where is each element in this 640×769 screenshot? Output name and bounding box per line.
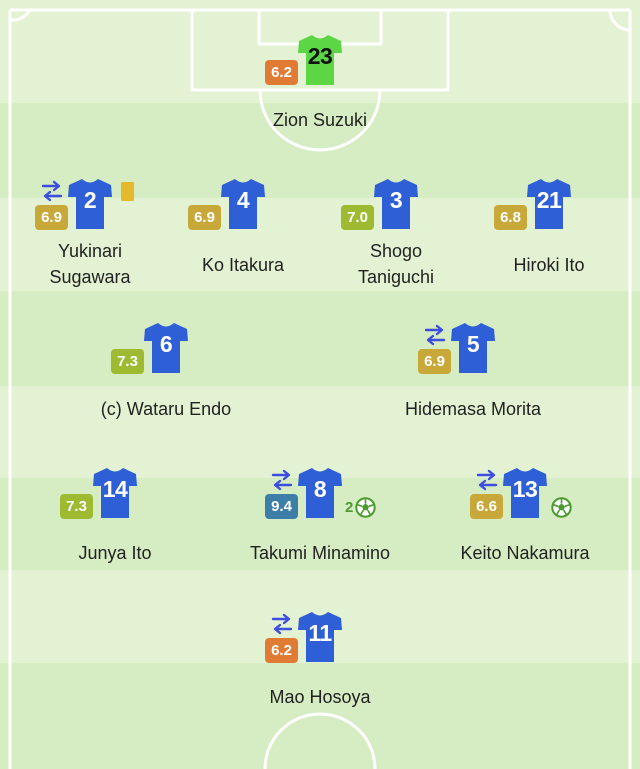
shirt-number: 11 bbox=[308, 620, 332, 646]
shirt-icon: 8 bbox=[297, 467, 343, 519]
player-name: Takumi Minamino bbox=[249, 543, 391, 563]
player-name: Hiroki Ito bbox=[513, 255, 585, 275]
rating-badge: 6.2 bbox=[265, 60, 298, 85]
shirt-number: 21 bbox=[536, 187, 562, 213]
shirt-icon: 5 bbox=[450, 322, 496, 374]
shirt-icon: 2 bbox=[67, 178, 113, 230]
rating-badge: 6.6 bbox=[470, 494, 503, 519]
shirt-number: 2 bbox=[83, 187, 97, 213]
substitution-icon bbox=[424, 324, 446, 346]
goals-indicator: 2 bbox=[345, 496, 377, 518]
player-name: Mao Hosoya bbox=[269, 687, 371, 707]
pitch-stripe bbox=[0, 663, 640, 769]
shirt-icon: 6 bbox=[143, 322, 189, 374]
substitution-icon bbox=[271, 613, 293, 635]
player-name-first: Yukinari bbox=[57, 241, 123, 261]
rating-badge: 6.9 bbox=[418, 349, 451, 374]
shirt-number: 23 bbox=[307, 43, 333, 69]
rating-badge: 6.8 bbox=[494, 205, 527, 230]
rating-badge: 7.3 bbox=[60, 494, 93, 519]
shirt-number: 5 bbox=[466, 331, 480, 357]
player-name-last: Sugawara bbox=[49, 267, 131, 287]
shirt-number: 6 bbox=[159, 331, 173, 357]
yellow-card-icon bbox=[121, 182, 134, 201]
shirt-icon: 14 bbox=[92, 467, 138, 519]
player-name-last: Taniguchi bbox=[357, 267, 435, 287]
shirt-icon: 11 bbox=[297, 611, 343, 663]
rating-badge: 7.3 bbox=[111, 349, 144, 374]
player-name: Hidemasa Morita bbox=[404, 399, 542, 419]
goal-count: 2 bbox=[345, 498, 354, 516]
football-icon bbox=[551, 496, 572, 518]
substitution-icon bbox=[476, 469, 498, 491]
shirt-icon: 21 bbox=[526, 178, 572, 230]
shirt-number: 14 bbox=[102, 476, 128, 502]
rating-badge: 6.9 bbox=[188, 205, 221, 230]
shirt-icon: 4 bbox=[220, 178, 266, 230]
rating-badge: 6.2 bbox=[265, 638, 298, 663]
shirt-number: 4 bbox=[236, 187, 250, 213]
shirt-number: 3 bbox=[389, 187, 403, 213]
rating-badge: 7.0 bbox=[341, 205, 374, 230]
rating-badge: 9.4 bbox=[265, 494, 298, 519]
player-name-first: Shogo bbox=[369, 241, 423, 261]
substitution-icon bbox=[271, 469, 293, 491]
player-name: Keito Nakamura bbox=[460, 543, 590, 563]
shirt-icon: 3 bbox=[373, 178, 419, 230]
substitution-icon bbox=[41, 180, 63, 202]
player-name: Ko Itakura bbox=[201, 255, 285, 275]
shirt-number: 13 bbox=[512, 476, 538, 502]
player-name: Junya Ito bbox=[78, 543, 152, 563]
player-name: Zion Suzuki bbox=[272, 110, 368, 130]
rating-badge: 6.9 bbox=[35, 205, 68, 230]
shirt-number: 8 bbox=[313, 476, 327, 502]
shirt-icon: 13 bbox=[502, 467, 548, 519]
pitch-stripe bbox=[0, 291, 640, 386]
football-icon bbox=[355, 496, 377, 518]
player-name: (c) Wataru Endo bbox=[100, 399, 232, 419]
shirt-icon: 23 bbox=[297, 34, 343, 86]
goals-indicator bbox=[551, 496, 572, 518]
